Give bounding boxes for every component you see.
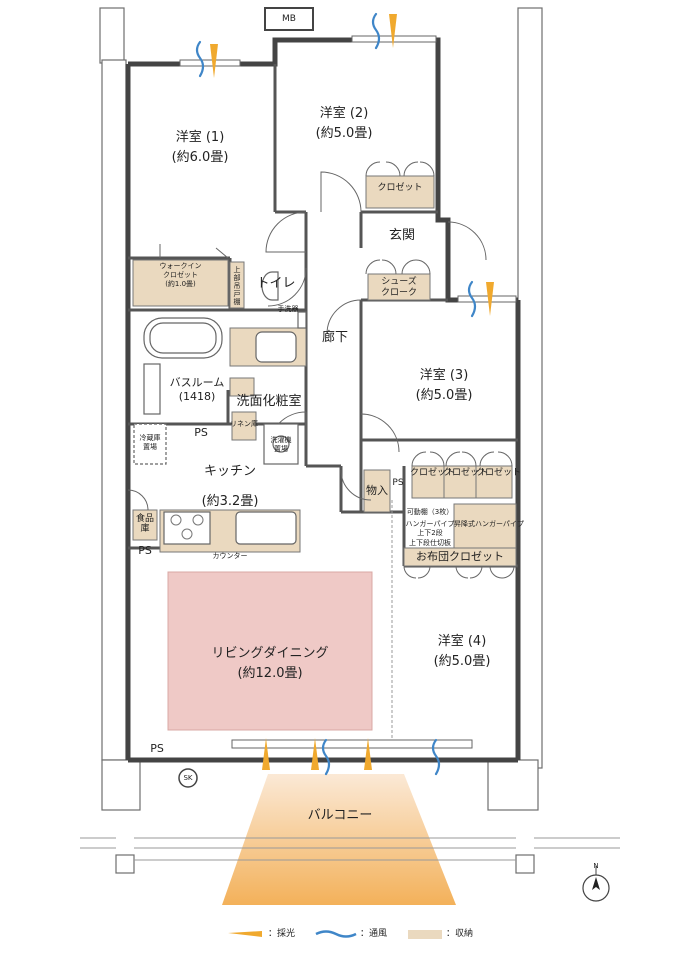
upper-cabinet-label: 上部吊戸棚 [233,266,241,306]
room2-label: 洋室 (2) (約5.0畳) [294,104,394,144]
fridge-label: 冷蔵庫 置場 [134,434,166,452]
lifting-pipe-label: 昇降式ハンガーパイプ [454,520,524,528]
storeroom-label: 物入 [366,484,388,497]
ps-label-washroom: PS [194,426,208,439]
room4-size: (約5.0畳) [433,654,491,669]
exterior-walls [99,7,543,874]
room4-label: 洋室 (4) (約5.0畳) [412,632,512,672]
legend-ventilation-label: ：通風 [360,929,388,939]
sunlight-markers [210,14,494,770]
room4-name: 洋室 (4) [437,634,487,649]
hanger-pipe-label: ハンガーパイプ 上下2段 [404,520,456,538]
room1-size: (約6.0畳) [171,150,229,165]
mb-box [264,7,314,31]
closet-doors [159,161,515,579]
kitchen-label: キッチン (約3.2畳) [180,462,280,512]
room1-label: 洋室 (1) (約6.0畳) [150,128,250,168]
living-label: リビングダイニング (約12.0畳) [200,644,340,684]
storage-swatch-icon [408,930,442,939]
linen-label: リネン庫 [230,420,258,428]
shoes-closet-label: シューズ クローク [368,277,430,299]
room3-size: (約5.0畳) [415,388,473,403]
movable-shelf-label: 可動棚（3枚） [406,508,454,516]
sk-label: SK [183,774,193,782]
legend-graphics [228,930,442,939]
washer-line2: 置場 [274,445,288,453]
ps-label-kitchen: PS [138,544,152,557]
mb-label: MB [282,14,296,24]
sk-circle [178,768,198,788]
walk-in-line2: クロゼット [163,271,198,279]
stove-burners [170,514,204,540]
balcony-label: バルコニー [307,808,373,823]
counter-label: カウンター [212,552,248,560]
walk-in-closet-label: ウォークイン クロゼット (約1.0畳) [133,262,228,289]
legend-sunlight-label: ：採光 [268,929,296,939]
ventilation-icon [315,930,357,938]
living-size: (約12.0畳) [237,666,303,681]
room2-size: (約5.0畳) [315,126,373,141]
room3-label: 洋室 (3) (約5.0畳) [394,366,494,406]
futon-closet-label: お布団クロゼット [416,550,504,563]
fridge-line2: 置場 [143,443,157,451]
kitchen-size: (約3.2畳) [201,494,259,509]
ps-label-living: PS [150,742,164,755]
fridge-line1: 冷蔵庫 [139,434,161,442]
room3-name: 洋室 (3) [419,368,469,383]
sunlight-icon [228,931,262,937]
kitchen-name: キッチン [203,464,256,479]
walk-in-line3: (約1.0畳) [165,280,196,288]
bathroom-label: バスルーム (1418) [164,376,230,404]
hanger-pipe-line1: ハンガーパイプ [405,520,455,528]
living-name: リビングダイニング [211,646,329,661]
bathroom-size: (1418) [178,390,216,403]
hanger-pipe-line2: 上下2段 [417,529,443,537]
split-shelf-label: 上下段仕切板 [409,539,451,547]
balcony [80,768,620,905]
ps-label-room3: PS [392,478,404,488]
walk-in-line1: ウォークイン [159,262,202,270]
hand-wash-label: 手洗器 [277,305,299,313]
washer-line1: 洗濯機 [270,436,292,444]
shoes-line1: シューズ [381,277,417,287]
ventilation-markers [195,12,477,776]
legend-storage-label: ：収納 [446,929,474,939]
closet-room2: クロゼット [377,183,423,193]
closet-room3-b: クロゼット [443,468,489,478]
interior-outline [125,37,521,763]
pantry-label: 食品庫 [135,514,154,534]
bathroom-name: バスルーム [169,376,225,389]
closet-room3-a: クロゼット [410,468,456,478]
washroom-label: 洗面化粧室 [236,394,302,409]
shoes-line2: クローク [380,288,417,298]
closet-room3-c: クロゼット [476,468,522,478]
compass-icon [582,866,610,902]
room1-name: 洋室 (1) [175,130,225,145]
room2-name: 洋室 (2) [319,106,369,121]
toilet-label: トイレ [256,276,296,291]
washer-label: 洗濯機 置場 [264,436,298,454]
corridor-label: 廊下 [321,330,348,345]
compass-label: N [593,862,599,870]
living-floor [167,571,373,731]
entrance-label: 玄関 [388,228,415,243]
